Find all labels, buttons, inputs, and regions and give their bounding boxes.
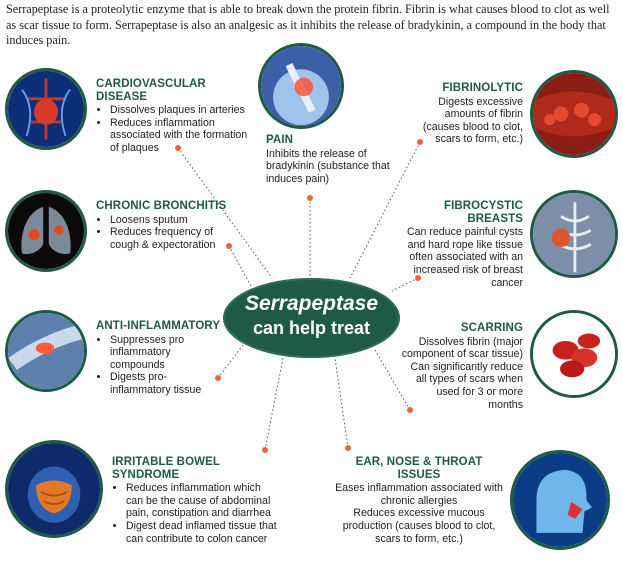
dot-bronchitis [226,243,232,249]
section-bronchitis: CHRONIC BRONCHITIS Loosens sputum Reduce… [96,200,228,251]
section-fibrinolytic-title: FIBRINOLYTIC [442,82,523,94]
section-antiinflam: ANTI-INFLAMMATORY Suppresses pro inflamm… [96,320,224,397]
section-fibrocystic-title: FIBROCYSTIC BREASTS [443,200,523,225]
dot-ibs [262,447,268,453]
blood-clot-image [530,70,618,158]
connector-bronchitis [228,245,253,289]
head-ent-image [510,450,610,550]
section-fibrinolytic: FIBRINOLYTIC Digests excessive amounts o… [405,82,523,146]
section-ibs: IRRITABLE BOWEL SYNDROME Reduces inflamm… [112,456,280,545]
connector-ent [334,357,349,449]
section-antiinflam-item: Suppresses pro inflammatory compounds [110,334,224,372]
dot-cardio [175,145,181,151]
connector-fibrinolytic [349,141,421,279]
lungs-image [5,190,87,272]
section-pain: PAIN Inhibits the release of bradykinin … [266,134,394,185]
hub-title: Serrapeptase [244,292,379,315]
section-ent-text: Reduces excessive mucous production (cau… [342,507,496,545]
section-fibrocystic-text: Can reduce painful cysts and hard rope l… [406,226,523,289]
section-ibs-item: Digest dead inflamed tissue that can con… [126,520,280,545]
section-ent-text: Eases inflammation associated with chron… [335,482,503,507]
section-cardio-item: Reduces inflammation associated with the… [110,117,256,155]
section-cardio-title: CARDIOVASCULAR DISEASE [96,78,206,103]
section-antiinflam-item: Digests pro-inflammatory tissue [110,371,224,396]
section-antiinflam-title: ANTI-INFLAMMATORY [96,320,221,332]
section-scarring-text: Dissolves fibrin (major component of sca… [401,335,523,361]
central-hub: Serrapeptase can help treat [223,278,400,358]
section-cardio: CARDIOVASCULAR DISEASE Dissolves plaques… [96,78,256,155]
section-pain-title: PAIN [266,134,294,146]
section-fibrocystic: FIBROCYSTIC BREASTS Can reduce painful c… [400,200,523,289]
connector-cardio [177,147,273,279]
hub-subtitle: can help treat [252,318,371,338]
section-pain-text: Inhibits the release of bradykinin (subs… [266,147,390,185]
section-ibs-title: IRRITABLE BOWEL SYNDROME [112,456,220,481]
section-bronchitis-title: CHRONIC BRONCHITIS [96,200,227,212]
breast-tissue-image [530,190,618,278]
section-scarring-title: SCARRING [460,322,523,334]
dot-pain [307,195,313,201]
dot-fibrinolytic [417,139,423,145]
section-fibrinolytic-text: Digests excessive amounts of fibrin (cau… [422,95,523,146]
section-cardio-item: Dissolves plaques in arteries [110,104,256,117]
intestines-image [5,440,103,538]
inflamed-arm-image [5,310,87,392]
dot-antiinflam [215,375,221,381]
connector-ibs [264,357,284,451]
dot-scarring [407,407,413,413]
section-scarring-text: Can significantly reduce all types of sc… [410,360,523,411]
section-ent-title: EAR, NOSE & THROAT ISSUES [355,456,483,481]
section-scarring: SCARRING Dissolves fibrin (major compone… [400,322,523,411]
intro-paragraph: Serrapeptase is a proteolytic enzyme tha… [6,2,610,47]
section-bronchitis-item: Loosens sputum [110,214,228,227]
section-ibs-item: Reduces inflammation which can be the ca… [126,482,280,520]
section-ent: EAR, NOSE & THROAT ISSUES Eases inflamma… [335,456,503,545]
red-blood-cells-image [530,310,618,398]
section-bronchitis-item: Reduces frequency of cough & expectorati… [110,226,228,251]
neck-pain-image [258,43,344,129]
dot-fibrocystic [415,275,421,281]
dot-ent [345,445,351,451]
connector-antiinflam [217,344,244,379]
heart-vessels-image [5,68,87,150]
connector-fibrocystic [391,277,419,292]
